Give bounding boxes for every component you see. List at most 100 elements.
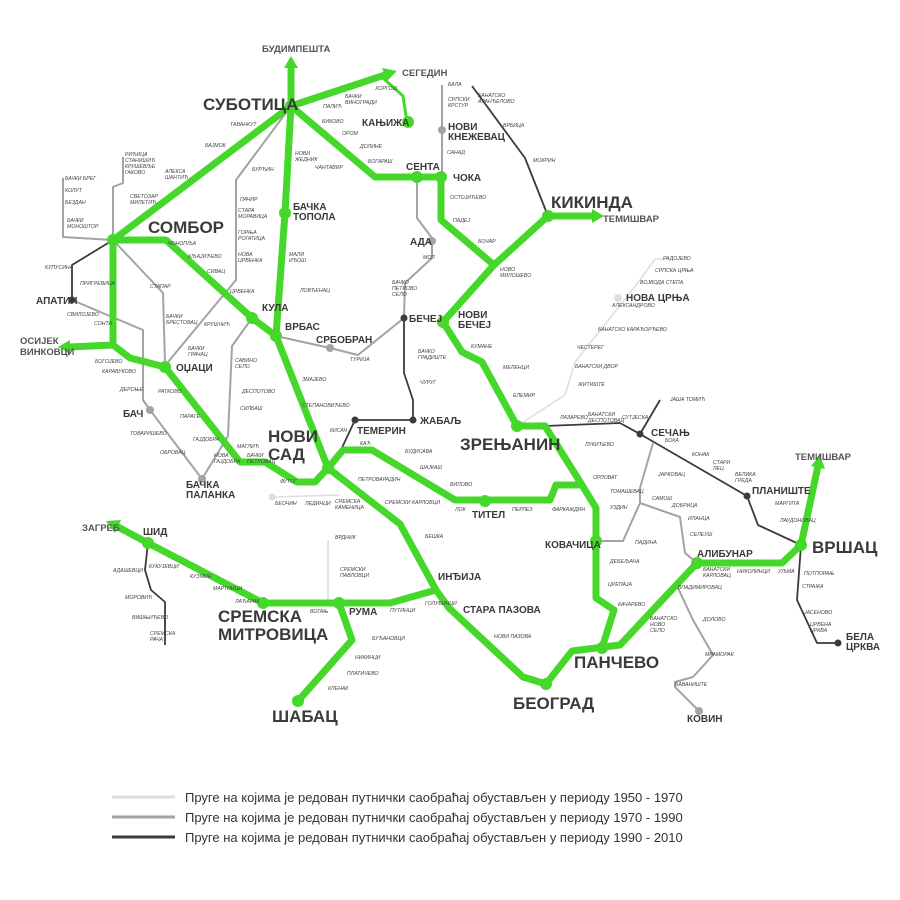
- station-name-line: ЛОВЋЕНАЦ: [299, 288, 330, 294]
- station-name-line: КАРАВУКОВО: [102, 369, 136, 375]
- minor-station-label: ЦРВЕНКА: [230, 289, 255, 295]
- minor-station-label: ГОЛУБИНЦИ: [425, 601, 457, 607]
- station-name-line: ТАВАНКУТ: [230, 122, 257, 128]
- medium-station-label: БАЧ: [123, 409, 143, 420]
- station-name-line: ЛАЋАРАК: [234, 599, 260, 605]
- station-name-line: ДОБРИЦА: [671, 503, 698, 509]
- minor-station-label: ЧОНОПЉА: [168, 241, 197, 247]
- minor-station-label: МОЛ: [423, 255, 435, 261]
- station-name-line: ДОЛИНЕ: [359, 144, 383, 150]
- station-name-line: БАВАНИШТЕ: [675, 682, 708, 688]
- station-name-line: РАДОЈЕВО: [663, 256, 691, 262]
- minor-station-label: КИСАЧ: [330, 428, 347, 434]
- station-name-line: БАЧКА: [186, 480, 220, 491]
- station-name-line: ОРОМ: [342, 131, 359, 137]
- minor-station-label: САМОШ: [652, 496, 672, 502]
- station-name-line: БАЧКА: [293, 202, 327, 213]
- station-name-line: КРСТУР: [448, 103, 469, 109]
- station-name-line: ПАРАГЕ: [180, 414, 201, 420]
- station-name-line: ПАЛИЋ: [323, 104, 342, 110]
- minor-station-label: ПАДЕЈ: [453, 218, 470, 224]
- station-name-line: БАЧКИ: [345, 94, 362, 100]
- station-name-line: СЕЛО: [235, 364, 250, 370]
- station-name-line: СТАРА: [238, 208, 255, 214]
- station-name-line: ПЕТРОВО: [392, 286, 417, 292]
- station-name-line: НОВА: [238, 252, 253, 258]
- station-name-line: ПРИГРЕВИЦА: [80, 281, 116, 287]
- minor-station-label: ЛАЗАРЕВО: [559, 415, 588, 421]
- station-name-line: ТОВАРИШЕВО: [130, 431, 167, 437]
- minor-station-label: СЕЛЕУШ: [690, 532, 713, 538]
- minor-station-label: ХОРГОШ: [374, 86, 397, 92]
- minor-station-label: ФУТОГ: [280, 479, 298, 485]
- station-name-line: ЦРКВА: [810, 628, 828, 634]
- minor-station-label: ЛОК: [454, 507, 467, 513]
- medium-station-label: КОВАЧИЦА: [545, 540, 601, 551]
- station-name-line: ЗМАЈЕВО: [302, 377, 326, 383]
- arrow-budapest: [284, 56, 298, 68]
- station-name-line: ЗРЕЊАНИН: [460, 435, 560, 454]
- major-station-label: ВРШАЦ: [812, 538, 878, 557]
- major-station-label: ШАБАЦ: [272, 707, 338, 726]
- medium-station-label: ТИТЕЛ: [472, 510, 505, 521]
- station-name-line: НОВО: [650, 622, 665, 628]
- minor-station-label: ПАРАГЕ: [180, 414, 201, 420]
- station-name-line: МОЛ: [423, 255, 435, 261]
- station-name-line: ЖИТИШТЕ: [577, 382, 605, 388]
- station-name-line: СОНТА: [94, 321, 112, 327]
- medium-station-label: АЛИБУНАР: [697, 549, 753, 560]
- minor-station-label: УЗДИН: [610, 505, 628, 511]
- arrow-zagreb: [106, 520, 121, 533]
- external-station-label: ТЕМИШВАР: [603, 214, 660, 225]
- station-name-line: ТЕМЕРИН: [357, 426, 406, 437]
- station-name-line: ЦРВЕНКА: [238, 258, 263, 264]
- major-station-label: ПАНЧЕВО: [574, 653, 659, 672]
- station-name-line: СЕЛО: [392, 292, 407, 298]
- station-name-line: МЕЛЕНЦИ: [503, 365, 529, 371]
- minor-station-label: ПРИГРЕВИЦА: [80, 281, 116, 287]
- minor-station-label: БАНАТСКИ ДВОР: [575, 364, 619, 370]
- minor-station-label: РАДОЈЕВО: [663, 256, 691, 262]
- station-name-line: БУРЂИН: [252, 167, 274, 173]
- station-name-line: ЖЕДНИК: [294, 157, 318, 163]
- minor-station-label: ЛАУДОНОВАЦ: [779, 518, 816, 524]
- station-name-line: ОСИЈЕК: [20, 336, 59, 347]
- station-name-line: СУТЈЕСКА: [622, 415, 649, 421]
- station-name-line: БАНАТСКО КАРАЂОРЂЕВО: [598, 327, 667, 333]
- minor-station-label: СТЕПАНОВИЋЕВО: [302, 403, 350, 409]
- minor-station-label: ТОВАРИШЕВО: [130, 431, 167, 437]
- medium-station-label: КАЊИЖА: [362, 118, 409, 129]
- minor-station-label: МАГЛИЋ: [237, 444, 259, 450]
- minor-station-label: ТОМАШЕВАЦ: [610, 489, 644, 495]
- stations: [68, 100, 842, 715]
- station-name-line: ГРЕДА: [735, 478, 752, 484]
- station-name-line: СУБОТИЦА: [203, 95, 298, 114]
- station-name-line: АПАТИН: [36, 296, 78, 307]
- station-name-line: БАЧКИ БРЕГ: [65, 176, 97, 182]
- station-name-line: ДЕСПОТОВАЦ: [587, 418, 624, 424]
- station-name-line: НОВИ: [268, 427, 318, 446]
- minor-station-label: КУКУЈЕВЦИ: [149, 564, 179, 570]
- station-name-line: ВРБИЦА: [503, 123, 525, 129]
- station-name-line: БЕЧЕЈ: [458, 320, 491, 331]
- station-name-line: БОКА: [665, 438, 679, 444]
- station-name-line: САД: [268, 445, 305, 464]
- station-name-line: НОВА: [214, 453, 229, 459]
- medium-station-label: НОВА ЦРЊА: [626, 293, 690, 304]
- legend: Пруге на којима је редован путнички саоб…: [112, 790, 683, 845]
- minor-station-label: ПАЛИЋ: [323, 104, 342, 110]
- minor-station-label: СУТЈЕСКА: [622, 415, 649, 421]
- minor-station-label: ЛЕДИНЦИ: [304, 501, 331, 507]
- minor-station-label: КОЛУТ: [65, 188, 83, 194]
- station-name-line: БАНАТСКО: [650, 616, 677, 622]
- station-name-line: БАНАТСКИ: [588, 412, 615, 418]
- minor-station-label: ВЛАДИМИРОВАЦ: [678, 585, 722, 591]
- minor-station-label: ПЕРЛЕЗ: [512, 507, 533, 513]
- minor-station-label: БАНАТСКО КАРАЂОРЂЕВО: [598, 327, 667, 333]
- minor-station-label: МАРГИТА: [775, 501, 800, 507]
